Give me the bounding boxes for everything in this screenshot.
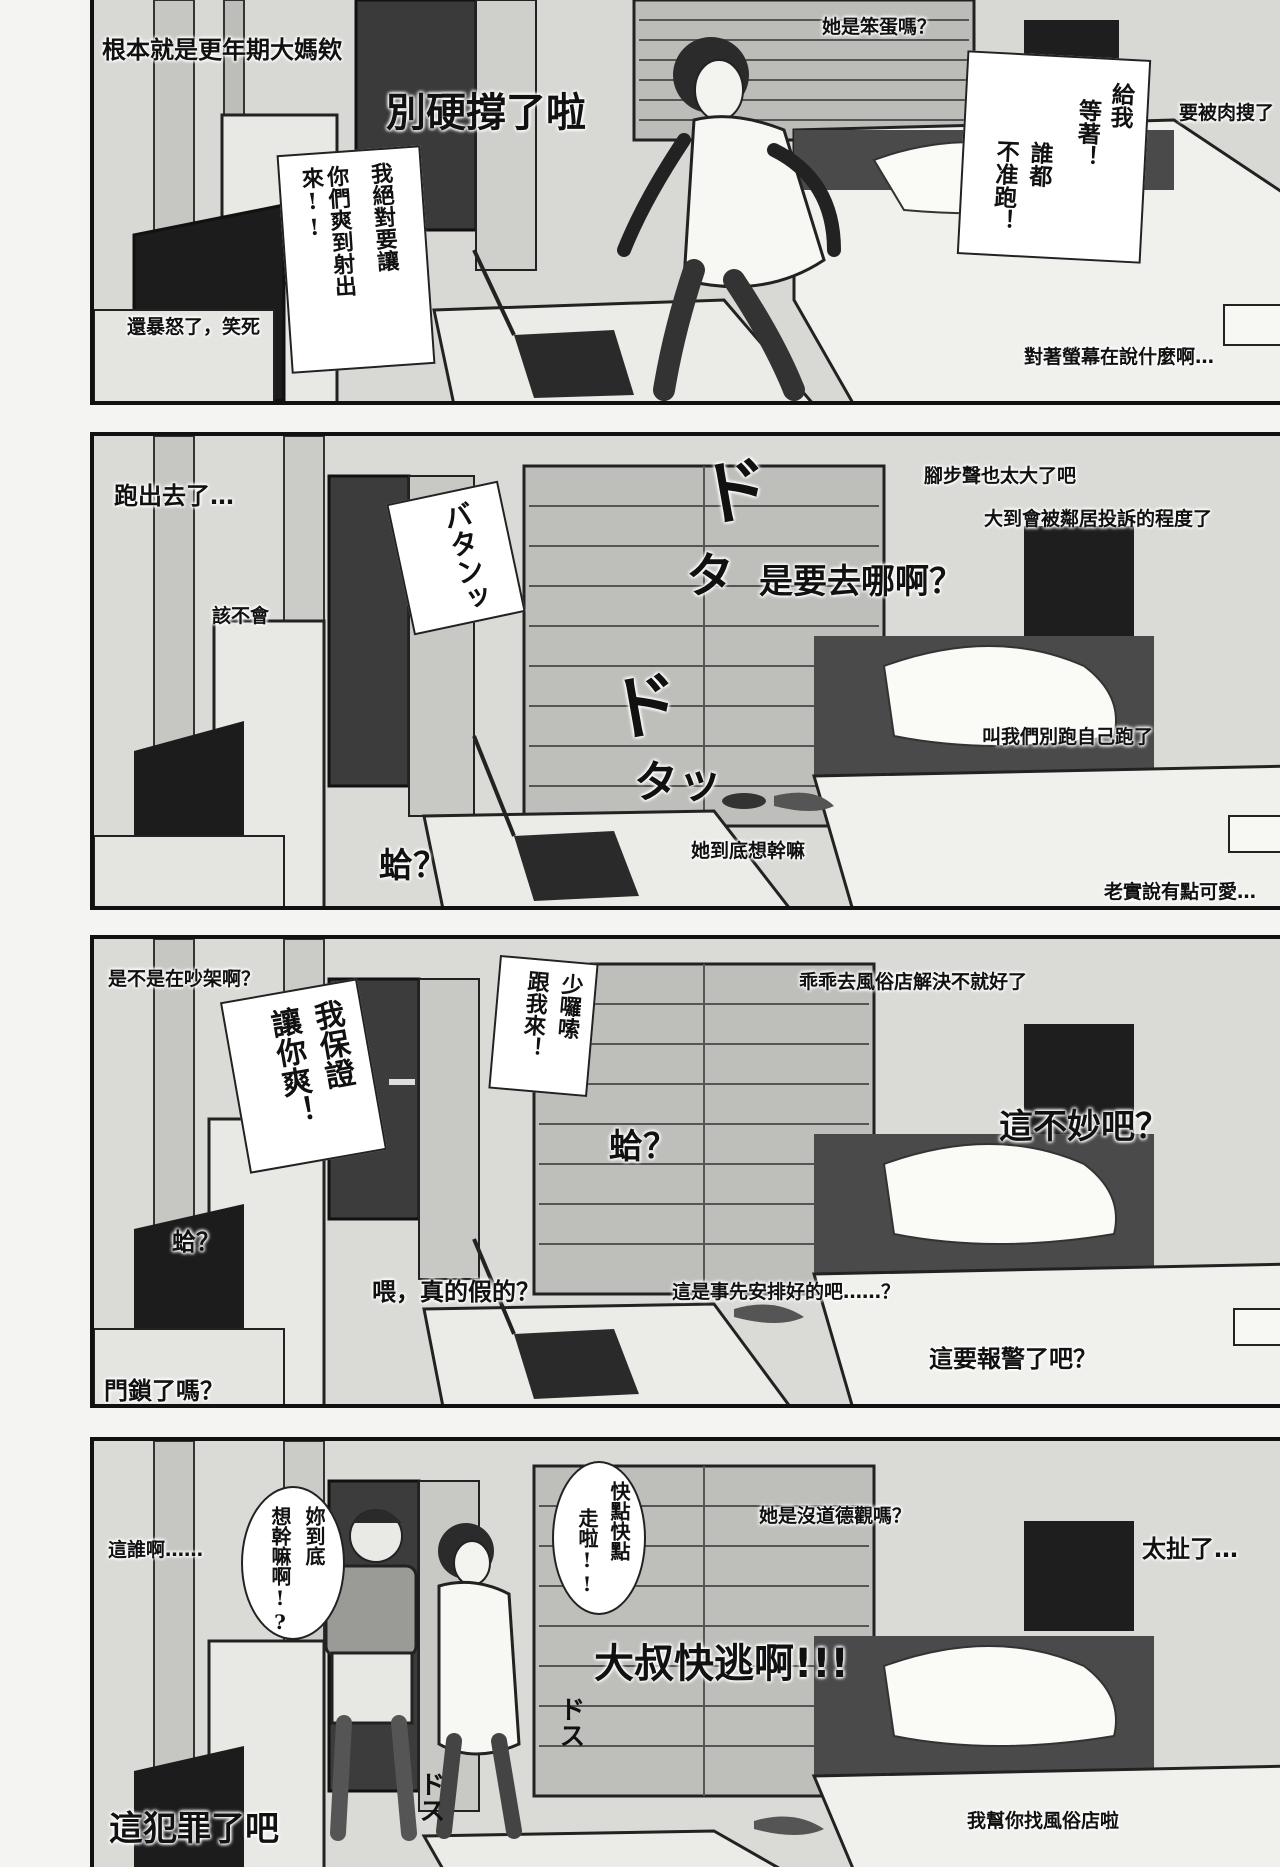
sfx-ta-1: タ	[686, 548, 735, 604]
caption-find-brothel: 我幫你找風俗店啦	[967, 1810, 1120, 1832]
panel-1: 根本就是更年期大媽欸 別硬撐了啦 她是笨蛋嗎？ 要被肉搜了 還暴怒了，笑死 對著…	[90, 0, 1280, 405]
sfx-slam: バタンッ	[437, 498, 494, 616]
caption-who-is-this: 這誰啊……	[108, 1539, 204, 1561]
panel-4: 這誰啊…… 她是沒道德觀嗎？ 太扯了… 大叔快逃啊!!! 這犯罪了吧 我幫你找風…	[90, 1437, 1280, 1867]
caption-doxxed: 要被肉搜了	[1179, 102, 1275, 124]
caption-where-going: 是要去哪啊？	[759, 562, 963, 602]
caption-kinda-cute: 老實說有點可愛…	[1104, 881, 1257, 903]
panel-2: 跑出去了… 腳步聲也太大了吧 大到會被鄰居投訴的程度了 該不會 是要去哪啊？ 叫…	[90, 432, 1280, 910]
speech-text-col-1: 給我	[1105, 81, 1135, 130]
caption-neighbors-complain: 大到會被鄰居投訴的程度了	[984, 508, 1213, 530]
caption-this-is-crime: 這犯罪了吧	[109, 1809, 279, 1849]
caption-huh-small: 蛤？	[172, 1228, 220, 1256]
caption-huh: 蛤？	[379, 846, 447, 886]
panel-3: 是不是在吵架啊？ 乖乖去風俗店解決不就好了 蛤？ 這不妙吧？ 蛤？ 喂，真的假的…	[90, 935, 1280, 1408]
speech-text-col-2: 走啦!!	[575, 1508, 599, 1596]
speech-bubble-promise: 我保證 讓你爽！	[219, 978, 388, 1174]
speech-bubble-follow-me: 少囉嗦 跟我來！	[488, 954, 599, 1098]
speech-text-col-3: 誰都	[1024, 140, 1054, 188]
caption-uncle-run: 大叔快逃啊!!!	[594, 1641, 849, 1687]
caption-enraged-lol: 還暴怒了，笑死	[127, 316, 261, 338]
caption-told-us-not-run: 叫我們別跑自己跑了	[982, 726, 1154, 748]
caption-menopause: 根本就是更年期大媽欸	[102, 36, 342, 64]
caption-for-real: 喂，真的假的？	[372, 1278, 540, 1306]
speech-bubble-wait: 給我 等著！ 誰都 不准跑！	[956, 50, 1152, 264]
caption-go-to-brothel: 乖乖去風俗店解決不就好了	[799, 971, 1028, 993]
caption-ran-out: 跑出去了…	[114, 482, 234, 510]
speech-text-col-2: 我絕對要讓	[366, 161, 400, 273]
speech-text-col-4: 不准跑！	[988, 138, 1020, 233]
speech-text-col-2: 跟我來！	[517, 969, 551, 1060]
room-scene-2	[94, 436, 1280, 906]
caption-arguing: 是不是在吵架啊？	[108, 968, 261, 990]
caption-what-does-she-want: 她到底想幹嘛	[691, 840, 806, 862]
caption-not-good: 這不妙吧？	[999, 1107, 1169, 1147]
speech-text-col-1: 妳到底	[302, 1506, 326, 1566]
caption-huh-center: 蛤？	[609, 1127, 677, 1167]
caption-too-absurd: 太扯了…	[1142, 1535, 1238, 1563]
speech-text-col-2: 等著！	[1071, 98, 1103, 169]
caption-could-it-be: 該不會	[212, 605, 270, 627]
speech-text-col-1: 少囉嗦	[553, 972, 585, 1041]
sfx-dosu-1: ドス	[554, 1696, 585, 1748]
caption-prearranged: 這是事先安排好的吧……？	[672, 1281, 901, 1303]
speech-bubble-what-want: 妳到底 想幹嘛啊!?	[241, 1486, 345, 1640]
caption-footsteps-loud: 腳步聲也太大了吧	[924, 465, 1077, 487]
caption-door-locked: 門鎖了嗎？	[104, 1377, 224, 1405]
caption-no-morals: 她是沒道德觀嗎？	[759, 1505, 912, 1527]
speech-text-col-2: 想幹嘛啊!?	[268, 1506, 292, 1634]
sfx-ta-2: タッ	[634, 757, 722, 808]
caption-call-police: 這要報警了吧？	[929, 1345, 1097, 1373]
caption-is-she-stupid: 她是笨蛋嗎？	[822, 16, 937, 38]
speech-bubble-vow: 我絕對要讓 你們爽到射出來!!	[276, 145, 436, 374]
speech-text-col-1: 你們爽到射出來!!	[297, 164, 358, 298]
caption-talking-to-screen: 對著螢幕在說什麼啊…	[1024, 346, 1215, 368]
caption-stop-pretending: 別硬撐了啦	[386, 90, 586, 136]
sfx-dosu-2: ドス	[414, 1771, 445, 1823]
speech-bubble-hurry: 快點快點 走啦!!	[552, 1461, 646, 1615]
speech-text-col-1: 我保證	[306, 997, 357, 1093]
speech-text-col-1: 快點快點	[607, 1481, 631, 1561]
